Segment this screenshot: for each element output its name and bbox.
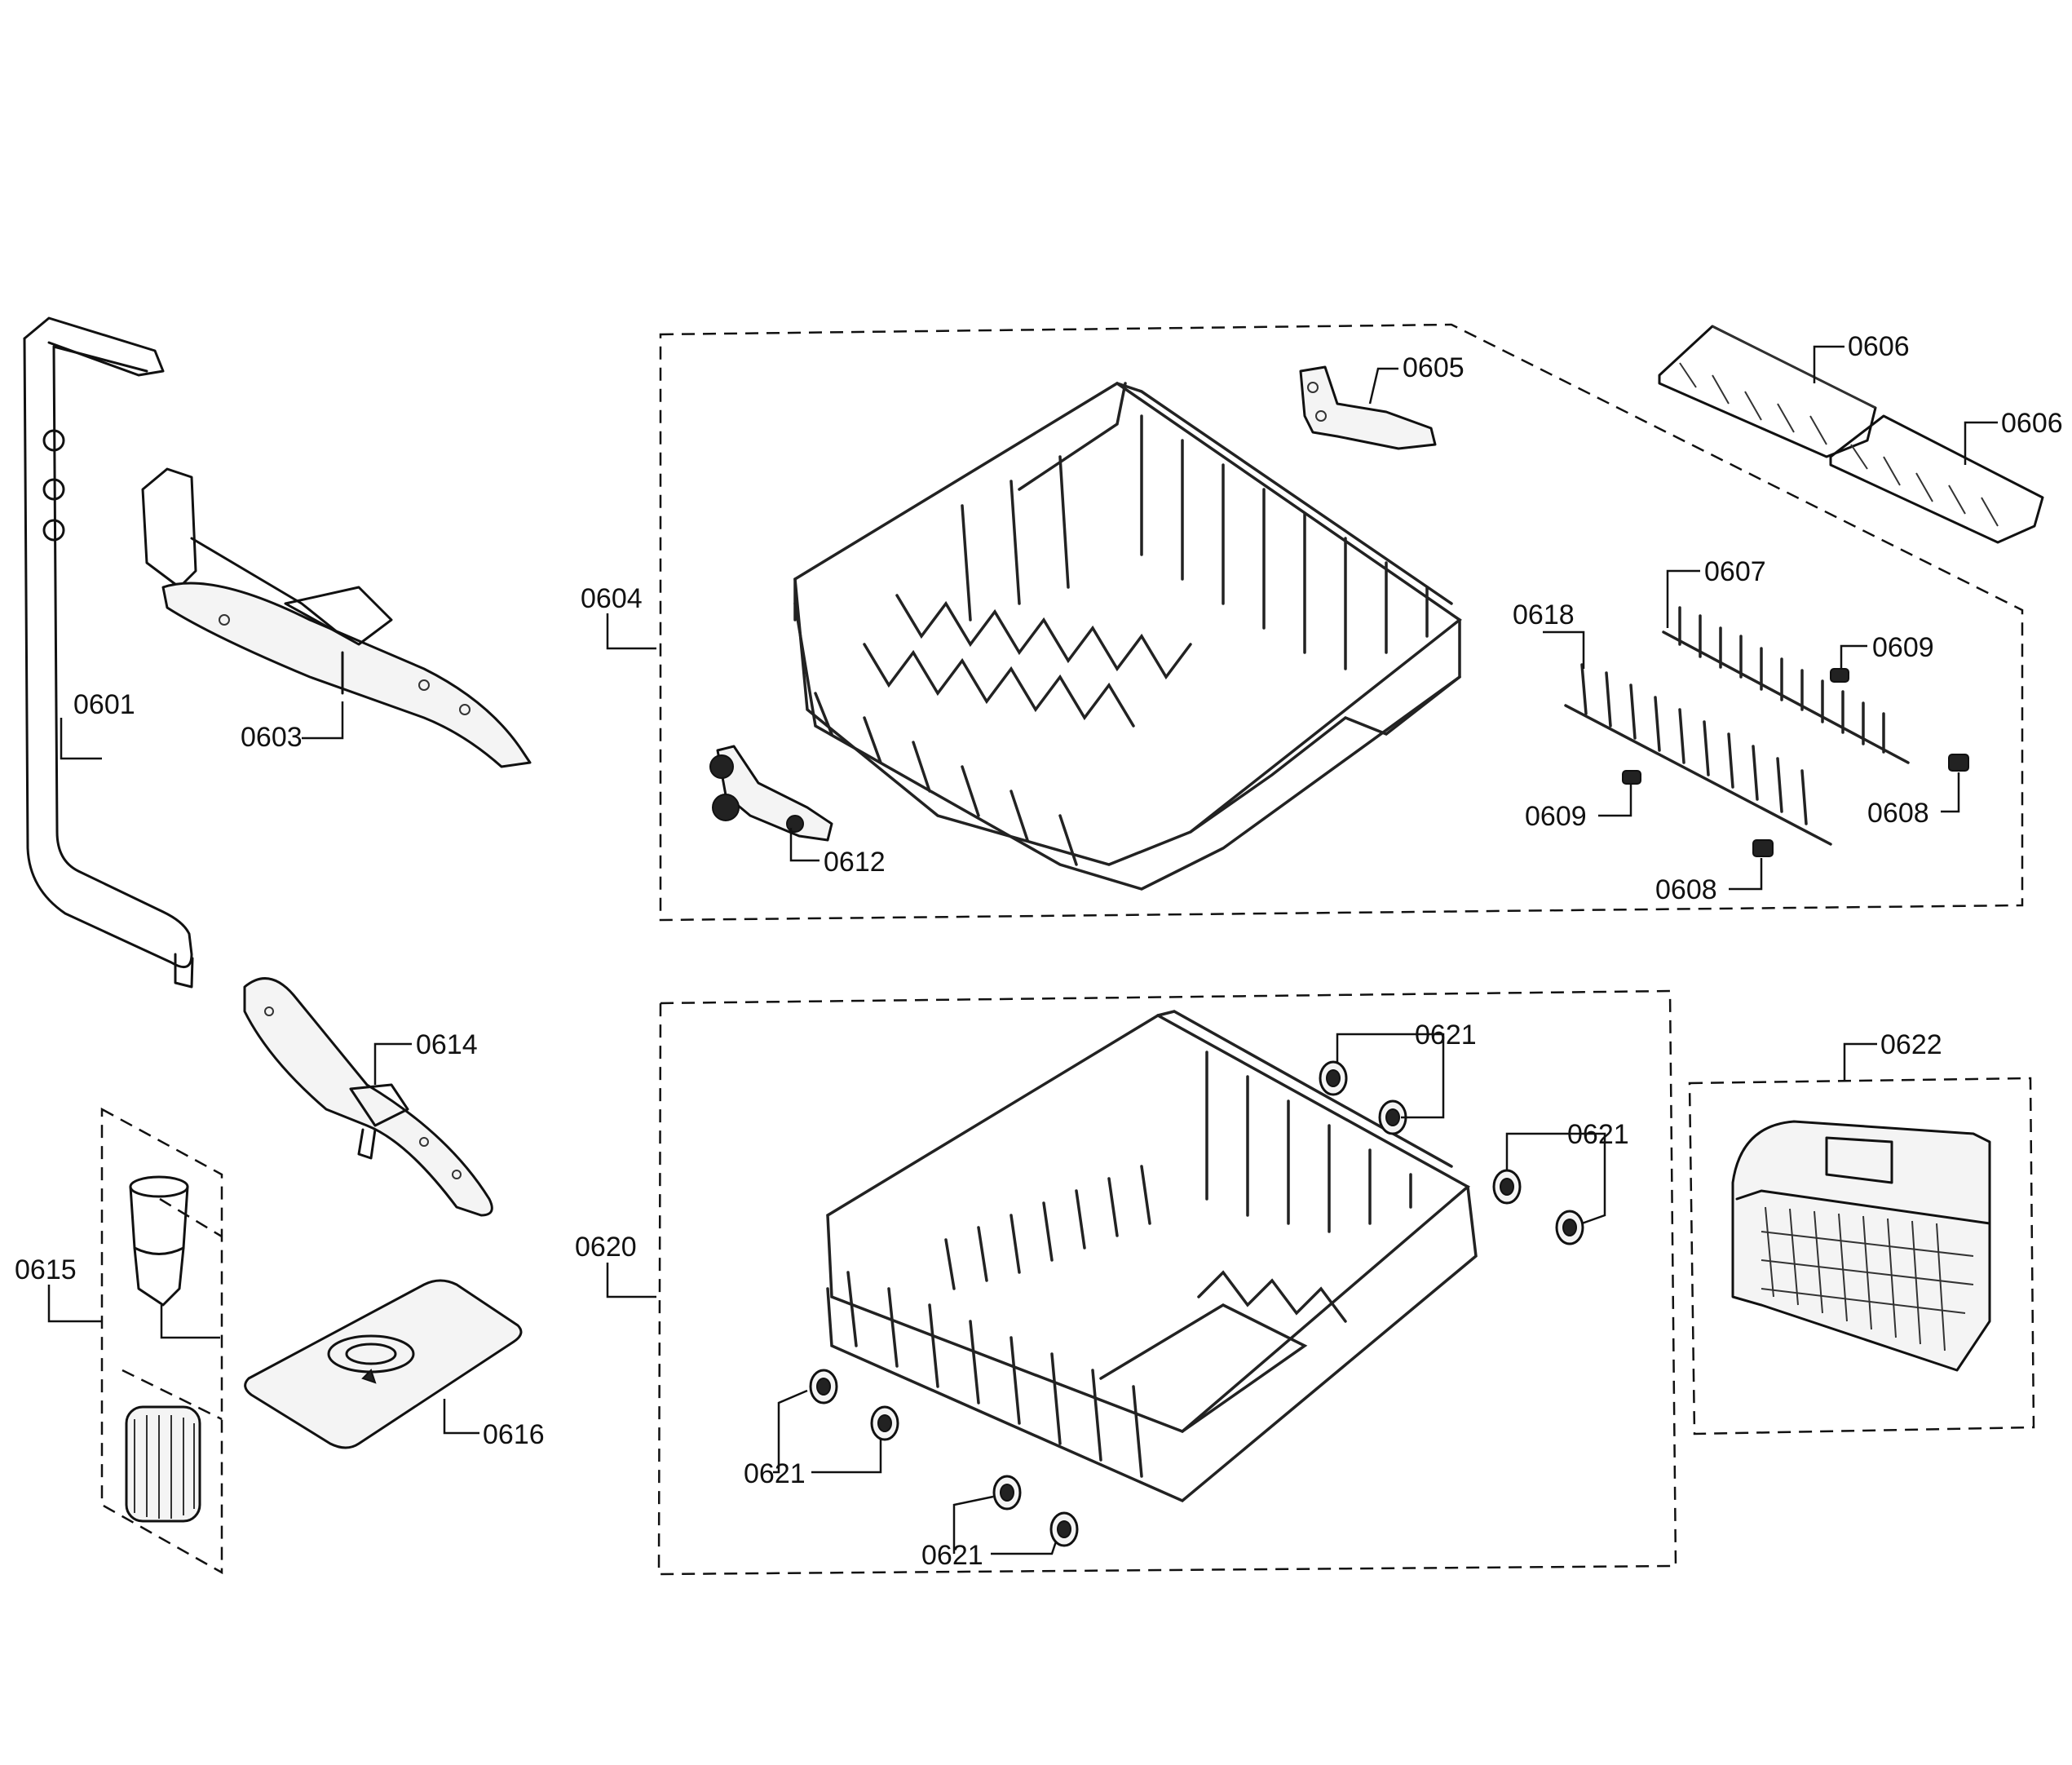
leader-0603 xyxy=(302,701,344,740)
leader-0601 xyxy=(60,718,102,760)
leader-0606a xyxy=(1813,345,1844,383)
leader-0616 xyxy=(443,1399,479,1435)
supply-pipe-part xyxy=(23,316,194,989)
callout-0606a: 0606 xyxy=(1848,331,1910,362)
wheel-0621-4-part xyxy=(1555,1210,1584,1245)
callout-0609a: 0609 xyxy=(1872,632,1934,663)
leader-0605 xyxy=(1368,367,1398,405)
callout-0614: 0614 xyxy=(416,1029,478,1060)
upper-rack-part xyxy=(793,381,1462,891)
callout-0608b: 0608 xyxy=(1655,874,1717,905)
wheel-0621-6-part xyxy=(870,1405,899,1441)
rack-bracket-0605-part xyxy=(1299,365,1437,450)
callout-0620: 0620 xyxy=(575,1232,637,1263)
clip-0608b-part xyxy=(1752,839,1774,857)
callout-0606b: 0606 xyxy=(2001,408,2063,439)
wheel-0621-1-part xyxy=(1319,1060,1348,1096)
sump-plate-part xyxy=(244,1279,523,1449)
callout-0621b: 0621 xyxy=(1567,1119,1629,1150)
leader-0621d2 xyxy=(991,1541,1058,1555)
upper-rack-group-boundary xyxy=(659,323,2024,922)
leader-0621c2 xyxy=(811,1440,882,1474)
leader-0606b xyxy=(1964,421,1998,465)
leader-0622 xyxy=(1843,1042,1877,1081)
wheel-0621-3-part xyxy=(1492,1169,1522,1205)
leader-0609a xyxy=(1840,644,1867,669)
roller-bracket-0612-part xyxy=(709,745,833,842)
leader-0604 xyxy=(606,613,656,650)
filter-dash-line-1 xyxy=(121,1369,223,1421)
callout-0621c: 0621 xyxy=(744,1458,806,1489)
leader-0621a2 xyxy=(1336,1033,1411,1062)
clip-0609a-part xyxy=(1830,668,1849,683)
cutlery-basket-part xyxy=(1731,1120,1991,1372)
clip-0608a-part xyxy=(1948,754,1969,772)
callout-0618: 0618 xyxy=(1513,599,1575,630)
filter-group-boundary xyxy=(100,1107,223,1575)
wheel-0621-5-part xyxy=(809,1369,838,1404)
leader-0612 xyxy=(789,828,820,862)
cutlery-basket-group-boundary xyxy=(1688,1077,2035,1435)
leader-0621b xyxy=(1564,1132,1606,1225)
filter-dash-line-2 xyxy=(159,1197,223,1238)
callout-0601: 0601 xyxy=(73,689,135,720)
leader-0608a xyxy=(1941,772,1960,813)
tine-row-0607-part xyxy=(1662,606,1910,764)
lower-spray-arm-part xyxy=(243,977,493,1217)
cup-shelf-0606b-part xyxy=(1829,414,2044,544)
leader-0620 xyxy=(606,1263,656,1298)
wheel-0621-8-part xyxy=(1049,1511,1079,1547)
leader-0621d xyxy=(952,1495,994,1554)
tine-row-0618-part xyxy=(1564,663,1832,846)
leader-0618 xyxy=(1543,630,1585,669)
leader-0607 xyxy=(1666,569,1700,628)
leader-0615 xyxy=(47,1285,102,1323)
callout-0621d: 0621 xyxy=(921,1540,983,1571)
clip-0609b-part xyxy=(1622,770,1641,785)
leader-0614 xyxy=(373,1042,412,1085)
callout-0608a: 0608 xyxy=(1867,798,1929,829)
leader-0608b xyxy=(1729,858,1763,891)
callout-0612: 0612 xyxy=(824,847,886,878)
callout-0621a: 0621 xyxy=(1415,1020,1477,1051)
lower-rack-group-boundary xyxy=(657,989,1677,1576)
leader-0621c xyxy=(773,1389,808,1474)
filter-cylinder-part xyxy=(125,1175,201,1523)
callout-0605: 0605 xyxy=(1403,352,1465,383)
callout-0615: 0615 xyxy=(15,1254,77,1285)
upper-spray-arm-part xyxy=(141,467,532,768)
leader-0621b2 xyxy=(1505,1132,1564,1171)
wheel-0621-7-part xyxy=(992,1475,1022,1511)
callout-0622: 0622 xyxy=(1880,1029,1942,1060)
lower-rack-part xyxy=(826,1010,1478,1503)
callout-0616: 0616 xyxy=(483,1419,545,1450)
leader-0609b xyxy=(1598,785,1632,817)
callout-0607: 0607 xyxy=(1704,556,1766,587)
callout-0609b: 0609 xyxy=(1525,801,1587,832)
leader-0615b xyxy=(160,1305,220,1339)
callout-0603: 0603 xyxy=(241,722,303,753)
callout-0604: 0604 xyxy=(581,583,643,614)
leader-0621a xyxy=(1401,1033,1445,1119)
cup-shelf-0606a-part xyxy=(1658,325,1877,458)
